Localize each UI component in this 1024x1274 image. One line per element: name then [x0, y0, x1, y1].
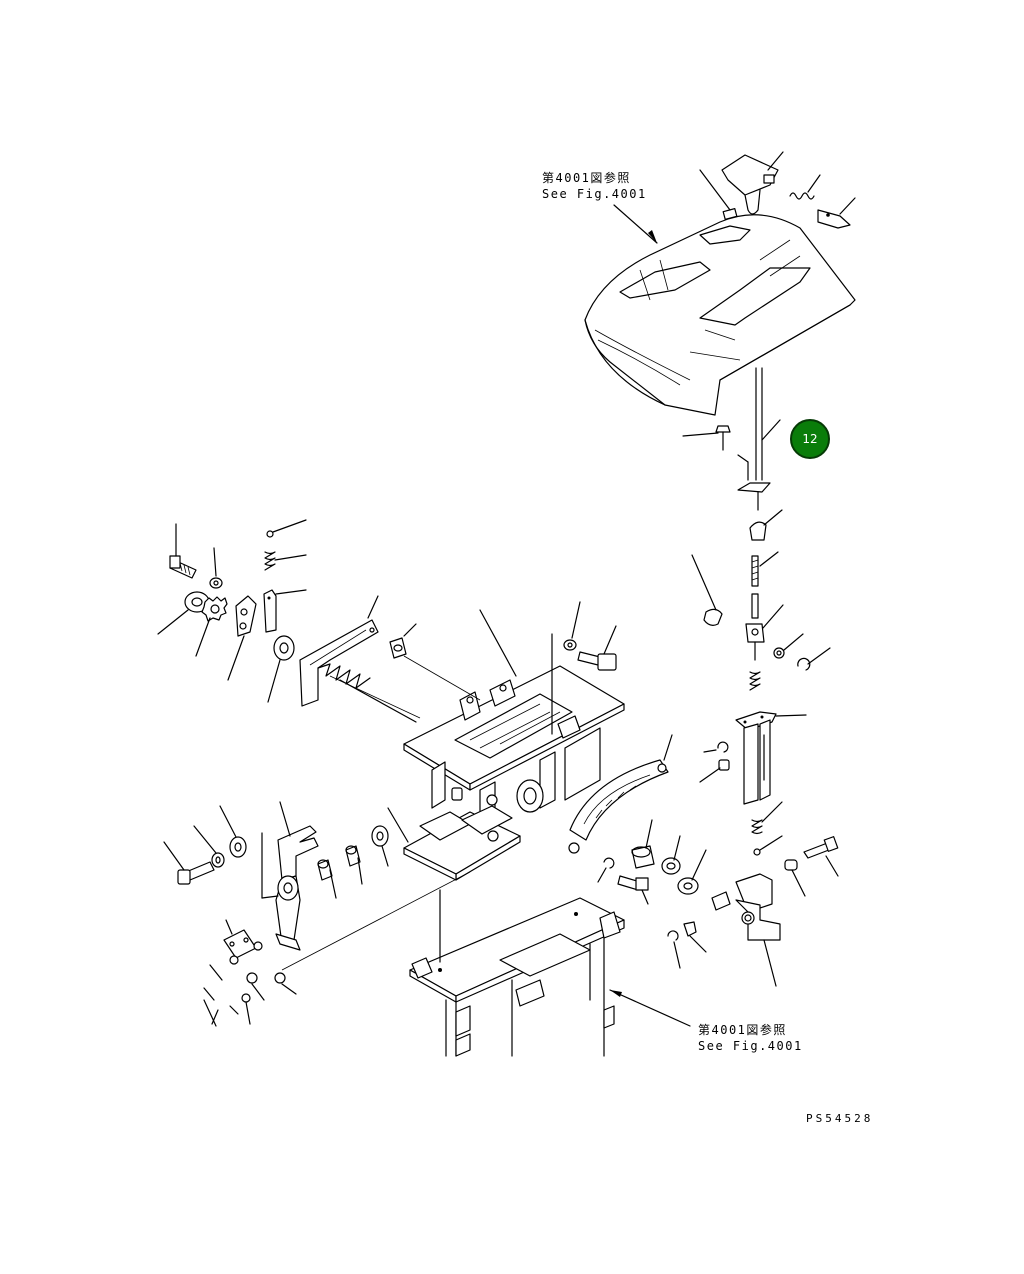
spring-low [751, 801, 783, 856]
reference-note-top: 第4001図参照 See Fig.4001 [542, 170, 647, 202]
ball-joint [749, 509, 783, 541]
gear-rack [299, 595, 379, 707]
pin-ball [266, 519, 307, 538]
bushing-small [699, 759, 730, 783]
ref-bottom-arrow [609, 989, 691, 1027]
bolt-top [577, 625, 617, 671]
callout-number: 12 [802, 432, 818, 446]
washer-upper-left [209, 547, 223, 589]
knob-latch [817, 197, 856, 229]
shift-arm [275, 801, 319, 951]
bushing-rack [389, 623, 481, 701]
sector-plate [568, 734, 673, 854]
bracket-line-2 [261, 895, 279, 899]
washer-a [773, 633, 804, 659]
center-pin [451, 787, 498, 806]
cover-screw [682, 425, 731, 451]
pivot-pin-right [711, 891, 731, 911]
knob-spring [789, 174, 821, 200]
bolt-upper-left [169, 523, 197, 579]
console-cover [584, 214, 856, 416]
reference-jp-bottom: 第4001図参照 [698, 1023, 787, 1037]
washer-bottom-a [229, 941, 297, 1025]
collar-b [345, 845, 363, 885]
washer-large-left [267, 635, 295, 703]
bent-pin [691, 554, 723, 626]
reference-en-top: See Fig.4001 [542, 187, 647, 201]
assembly-line-rack [329, 675, 421, 719]
threaded-rod [751, 551, 779, 619]
bolt-lower-left [163, 841, 215, 885]
support-block [735, 873, 781, 987]
base-frame [409, 897, 625, 1057]
reference-note-bottom: 第4001図参照 See Fig.4001 [698, 1022, 803, 1054]
washer-b [677, 849, 707, 895]
nut-left [157, 591, 210, 635]
snap-ring-a [797, 647, 831, 671]
spring-left [264, 551, 307, 571]
reference-jp-top: 第4001図参照 [542, 171, 631, 185]
bushing-center [631, 819, 655, 869]
snap-ring-d [597, 857, 615, 883]
bolt-right [803, 836, 839, 877]
assembly-line-lower [281, 871, 471, 971]
snap-ring-c [667, 930, 681, 969]
drawing-number: PS54528 [806, 1112, 874, 1125]
part-callout-12[interactable]: 12 [790, 419, 830, 459]
washer-mid-left [371, 825, 389, 867]
split-pin [203, 964, 239, 1027]
yoke-block [745, 604, 784, 661]
washer-lower-left-a [193, 825, 225, 868]
washer-c [661, 835, 681, 875]
collar-right [784, 859, 806, 897]
lower-plate [387, 805, 521, 881]
snap-ring-b [703, 741, 729, 753]
bolt-center [617, 875, 649, 905]
knob-pin [699, 169, 738, 221]
ref-top-arrow [613, 204, 658, 244]
lever-knob [721, 151, 784, 215]
shift-rod-12 [737, 367, 781, 511]
collar-a [317, 859, 337, 899]
gear-small [195, 596, 228, 657]
reference-en-bottom: See Fig.4001 [698, 1039, 803, 1053]
grease-fitting [683, 921, 707, 953]
guide-bracket [735, 711, 807, 805]
lock-plate [223, 919, 257, 959]
link-plate [227, 595, 257, 681]
detent-block [263, 589, 307, 633]
spring-mid [749, 671, 761, 691]
washer-top [563, 601, 581, 651]
washer-lower-left-b [219, 805, 247, 858]
